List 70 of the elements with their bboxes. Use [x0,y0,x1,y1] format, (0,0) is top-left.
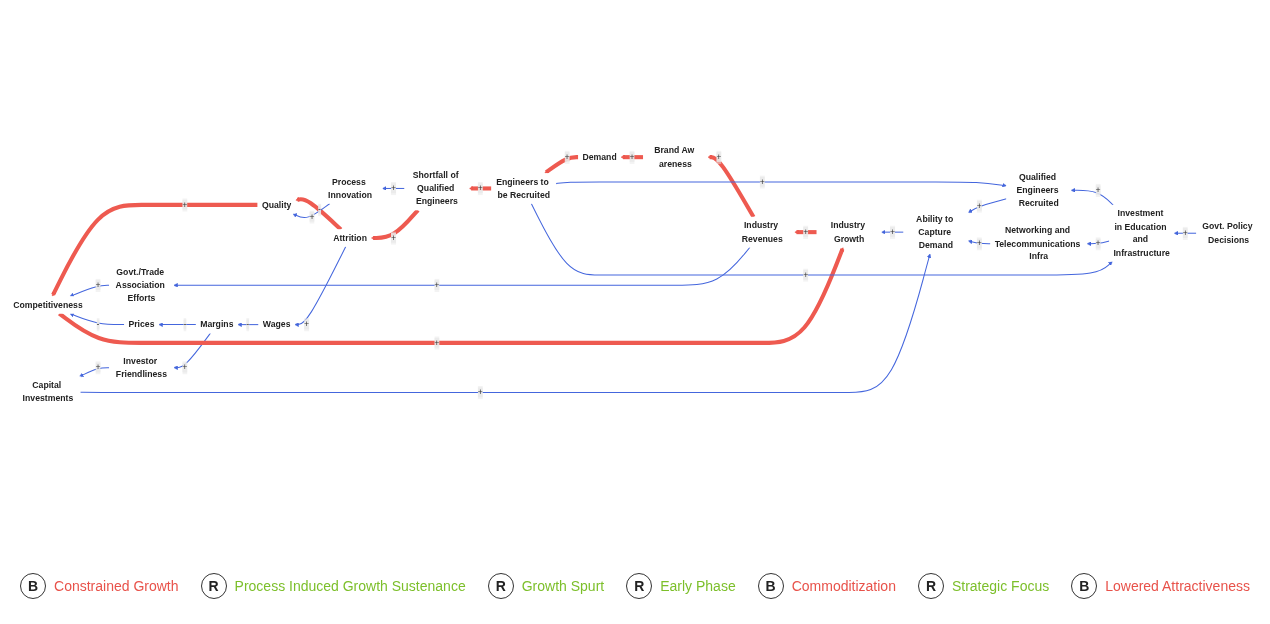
edge-label: - [96,319,100,329]
loop-name: Process Induced Growth Sustenance [234,578,466,594]
edge-label: + [629,151,635,162]
node-text: Industry Revenues [741,220,783,243]
edge-label: + [95,362,101,372]
edge-label: + [477,183,483,193]
node-text: Wages [262,319,291,329]
edge-label: + [182,362,188,372]
node-text: Process Innovation [328,176,373,200]
edge-label: + [803,226,809,237]
edge-label: + [434,279,440,290]
node-text: Brand Aw areness [654,145,695,168]
edge-label: + [803,269,809,280]
node-text: Industry Growth [830,220,866,243]
edge-label: + [1182,227,1188,238]
arrow [295,196,343,231]
arrow [79,366,110,377]
edge-label: + [716,151,722,162]
node-text: Attrition [333,232,367,243]
node-text: Margins [200,319,234,329]
edge-label: - [246,319,250,329]
edge-label: + [304,319,310,329]
arrow [69,312,125,325]
node-text: Demand [582,151,617,162]
arrow [544,154,579,174]
arrow [555,181,1007,187]
node-text: Ability to Capture Demand [916,213,954,250]
edge-label: + [95,279,101,290]
arrow [58,246,845,345]
arrow [794,229,818,234]
edge-label: - [318,204,322,214]
edge-label: + [390,183,397,193]
loop-name: Lowered Attractiveness [1105,578,1250,594]
loop-name: Strategic Focus [951,578,1050,594]
node-text: Investment in Education and Infrastructure [1113,208,1170,258]
arrow [370,208,420,240]
edge-label: + [390,232,397,243]
node-text: Govt. Policy Decisions [1202,221,1253,245]
node-text: Networking and Telecommunications Infra [994,225,1081,262]
node-text: Qualified Engineers Recruited [1016,171,1059,208]
loop-name: Commoditization [791,578,896,594]
edge-label: + [976,238,982,249]
edge-label: + [564,151,570,162]
node-text: Quality [261,199,292,210]
edge-label: + [759,176,765,187]
node-text: Engineers to be Recruited [496,176,551,200]
edge-label: + [434,337,440,348]
arrow [79,253,932,393]
edge-label: + [1095,184,1101,195]
node-text: Shortfall of Qualified Engineers [412,170,459,206]
node-text: Investor Friendliness [115,355,168,379]
edge-label: + [1095,238,1101,249]
arrow [51,202,259,297]
arrow [1070,187,1114,206]
edge-label: + [309,211,315,222]
edge-label: + [182,199,188,210]
node-text: Competitiveness [13,299,83,310]
arrow [69,284,110,297]
loop-name: Early Phase [660,578,736,594]
edge-label: + [889,226,896,237]
edge-label: + [976,200,982,211]
node-text: Govt./Trade Association Efforts [115,266,165,303]
edge-label: - [183,319,187,329]
arrow [620,154,644,159]
node-text: Prices [128,319,155,329]
node-text: Capital Investments [22,379,74,403]
arrow [707,154,756,218]
edge-label: + [477,387,483,397]
loop-name: Constrained Growth [54,578,179,594]
loop-name: Growth Spurt [521,578,605,594]
